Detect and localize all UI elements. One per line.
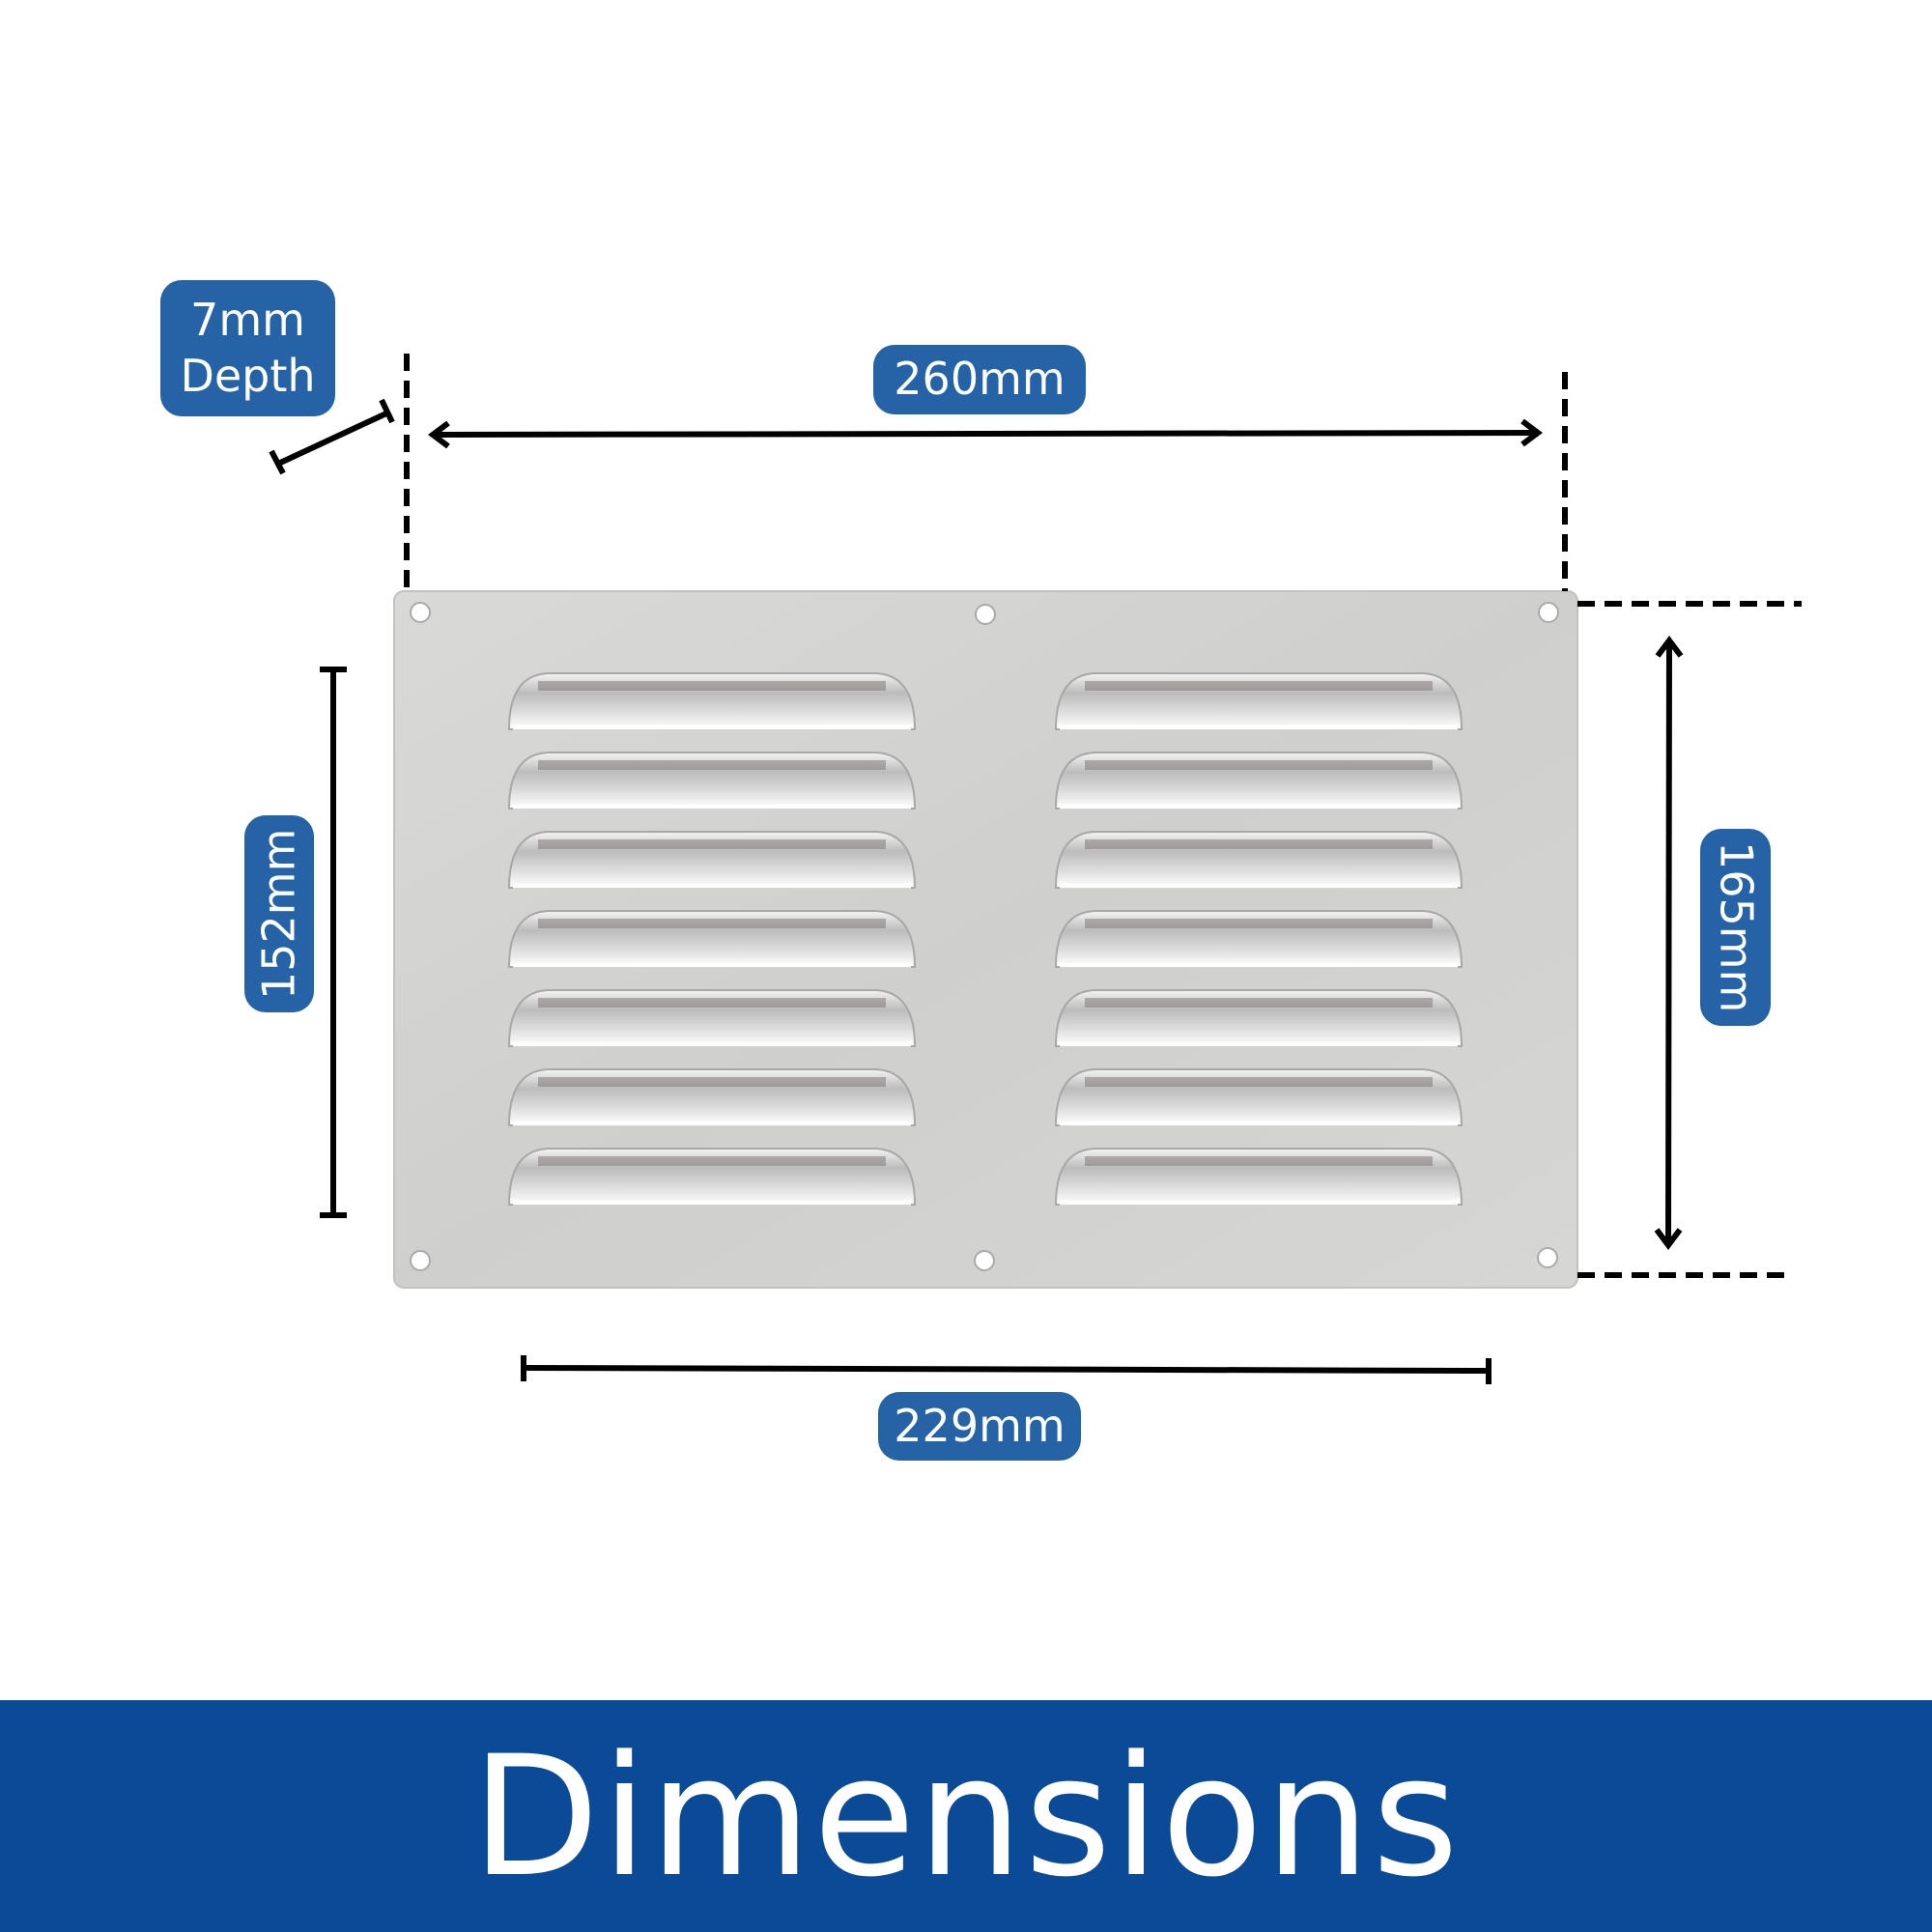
louver-slat <box>507 1148 917 1206</box>
louver-slat <box>507 672 917 730</box>
screw-hole <box>410 602 431 623</box>
screw-hole <box>1537 1247 1558 1268</box>
screw-hole <box>1538 602 1559 623</box>
screw-hole <box>410 1250 431 1271</box>
louver-slat <box>507 989 917 1047</box>
louver-slat <box>1054 1148 1463 1206</box>
depth-dimension-line <box>269 398 395 475</box>
overall-height-label: 165mm <box>1700 829 1771 1026</box>
louver-slat <box>507 752 917 810</box>
louvers <box>507 672 1463 1206</box>
banner-title: Dimensions <box>471 1719 1461 1914</box>
louver-slat <box>1054 1068 1463 1126</box>
inner-height-line <box>320 667 347 1218</box>
screw-holes <box>410 602 1559 1271</box>
inner-height-label: 152mm <box>244 815 314 1012</box>
louver-slat <box>1054 989 1463 1047</box>
screw-hole <box>974 1250 995 1271</box>
height-arrow <box>1654 636 1684 1250</box>
screw-hole <box>975 604 996 625</box>
louver-slat <box>507 1068 917 1126</box>
louver-slat <box>507 910 917 968</box>
louver-slat <box>1054 752 1463 810</box>
louver-slat <box>1054 910 1463 968</box>
inner-width-line <box>521 1355 1492 1384</box>
louver-slat <box>1054 672 1463 730</box>
louver-slat <box>507 831 917 889</box>
depth-word: Depth <box>180 349 316 402</box>
overall-width-label: 260mm <box>873 345 1086 414</box>
depth-label: 7mm Depth <box>160 280 335 416</box>
inner-width-label: 229mm <box>878 1392 1081 1461</box>
depth-value: 7mm <box>190 294 305 346</box>
louver-slat <box>1054 831 1463 889</box>
width-arrow <box>428 418 1543 449</box>
title-banner: Dimensions <box>0 1700 1932 1932</box>
